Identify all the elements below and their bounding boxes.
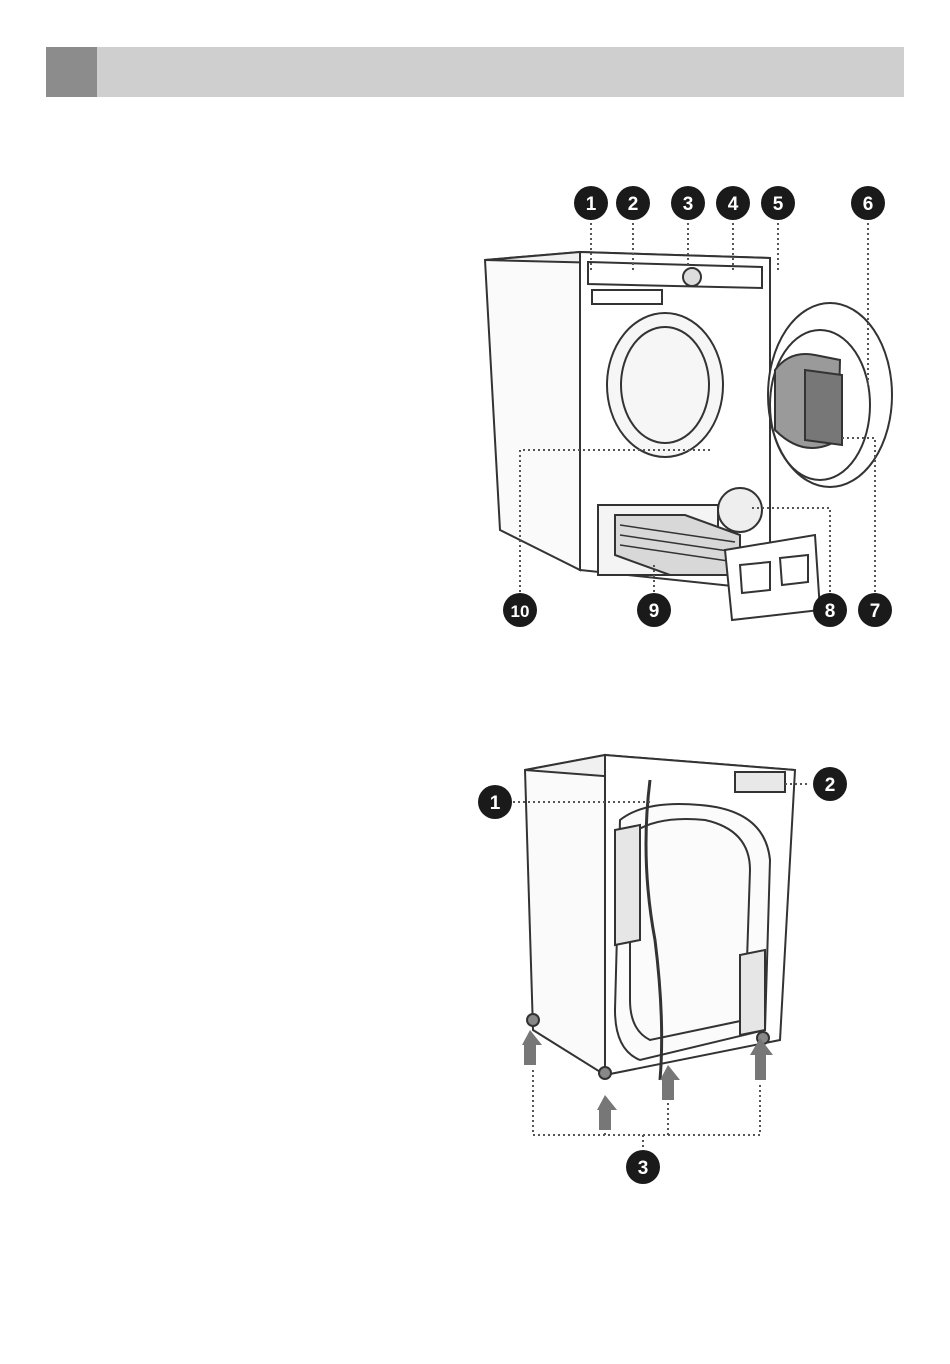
dryer-front-view-figure: 1 2 3 4 5 6 7 8 9 10: [470, 170, 910, 640]
section-header-tab: [46, 47, 97, 97]
callout-9-label: 9: [649, 601, 660, 622]
back-callout-2-label: 2: [825, 775, 836, 796]
callout-4-label: 4: [728, 194, 739, 215]
callout-5-label: 5: [773, 194, 784, 215]
callout-7-label: 7: [870, 601, 881, 622]
back-callout-1-label: 1: [490, 793, 501, 814]
back-callout-3-label: 3: [638, 1158, 649, 1179]
section-header-bar: [46, 47, 904, 97]
dryer-front-illustration: 1 2 3 4 5 6 7 8 9 10: [470, 170, 910, 640]
callout-8-label: 8: [825, 601, 836, 622]
dryer-back-illustration: 1 2 3: [465, 740, 865, 1200]
dryer-back-view-figure: 1 2 3: [465, 740, 865, 1200]
callout-1-label: 1: [586, 194, 597, 215]
callout-3-label: 3: [683, 194, 694, 215]
callout-10-label: 10: [511, 602, 530, 621]
callout-2-label: 2: [628, 194, 639, 215]
callout-6-label: 6: [863, 194, 874, 215]
